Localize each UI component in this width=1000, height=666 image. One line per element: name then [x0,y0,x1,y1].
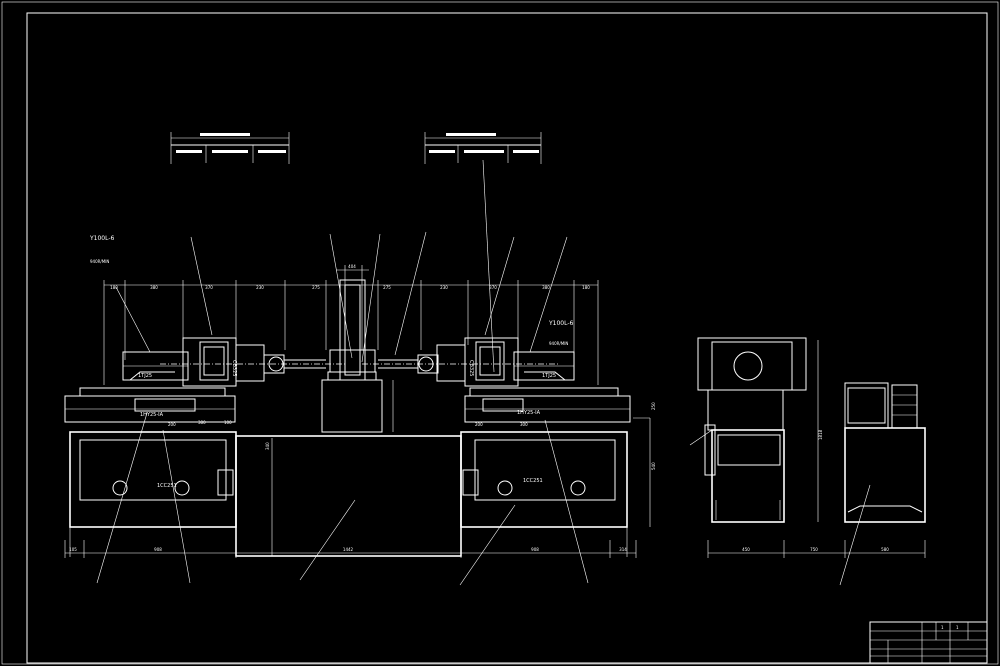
dim-text-d-left-1: 180 [110,285,118,290]
center-base-dim: 340 [265,442,270,450]
cabinet-dim-b7: 750 [810,547,818,552]
cabinet-dim-b8: 580 [881,547,889,552]
left-power-head: CB325 1TJ25 [138,337,345,387]
left-feed-cycle-diagram [170,132,290,164]
right-feed-cycle-diagram [424,132,542,164]
left-headstock-code: 1TJ25 [138,373,152,379]
left-base-model: 1CC251 [157,483,177,489]
right-base-model: 1CC251 [523,478,543,484]
dim-text-d-right-4: 230 [440,285,448,290]
cabinet-dim-b6: 450 [742,547,750,552]
right-headstock-code: 1TJ25 [542,373,556,379]
cabinet-height-dim: 1818 [818,429,823,440]
right-dim-200: 200 [475,422,483,427]
dim-text-d-left-3: 370 [205,285,213,290]
left-dim-380: 380 [198,420,206,425]
bottom-dim-b5: 314 [619,547,627,552]
dim-text-d-right-2: 380 [542,285,550,290]
left-dim-100: 100 [224,420,232,425]
left-motor-model: Y100L-6 [89,235,115,242]
right-motor-spec: Y100L-6 940R/MIN [548,320,574,346]
electrical-cabinet: 1818 [697,337,823,523]
bottom-dim-b2: 908 [154,547,162,552]
inner-frame [26,12,988,664]
dim-text-d-center-2: 275 [383,285,391,290]
left-dim-200: 200 [168,422,176,427]
hydraulic-station [844,382,926,523]
dim-text-d-top-mid: 404 [348,264,356,269]
dim-text-d-left-4: 230 [256,285,264,290]
left-slide-model: 1HY25-IA [140,412,164,418]
right-side-base: 1CC251 540 250 [460,402,656,557]
left-side-base: 1CC251 [69,431,237,557]
right-motor-model: Y100L-6 [548,320,574,327]
right-spindle-box-code: CB325 [468,360,474,376]
title-block: 1 1 [869,621,988,664]
bottom-dim-b3: 1442 [343,547,354,552]
center-fixture [321,279,394,433]
bottom-dim-b4: 908 [531,547,539,552]
right-base-height-dim: 540 [651,462,656,470]
left-motor-speed: 940R/MIN [90,259,109,264]
right-slide-model: 1HY25-IA [517,410,541,416]
title-block-cell-1: 1 [941,625,944,630]
top-dimension-chain: 180 380 370 230 275 275 230 370 380 180 … [103,264,599,385]
bottom-dim-b1: 105 [69,547,77,552]
dim-text-d-right-1: 180 [582,285,590,290]
cabinet-bottom-dims: 450 750 580 [707,540,926,558]
title-block-cell-2: 1 [956,625,959,630]
left-spindle-box-code: CB325 [231,360,237,376]
right-power-head: CB325 [362,337,560,387]
center-base: 340 [235,435,462,557]
bottom-dimension-chain: 105 908 1442 908 314 [64,540,637,558]
dim-text-d-left-2: 380 [150,285,158,290]
left-drive-motor [122,351,189,381]
right-dim-300: 300 [520,422,528,427]
dim-text-d-center-1: 275 [312,285,320,290]
right-slide-height-dim: 250 [651,402,656,410]
right-motor-speed: 940R/MIN [549,341,568,346]
left-slide-unit: 1HY25-IA 200 380 100 [64,387,236,427]
dim-text-d-right-3: 370 [489,285,497,290]
right-slide-unit: 1HY25-IA 200 300 [464,387,631,427]
right-drive-motor: 1TJ25 [513,351,575,381]
left-motor-spec: Y100L-6 940R/MIN [89,235,115,264]
